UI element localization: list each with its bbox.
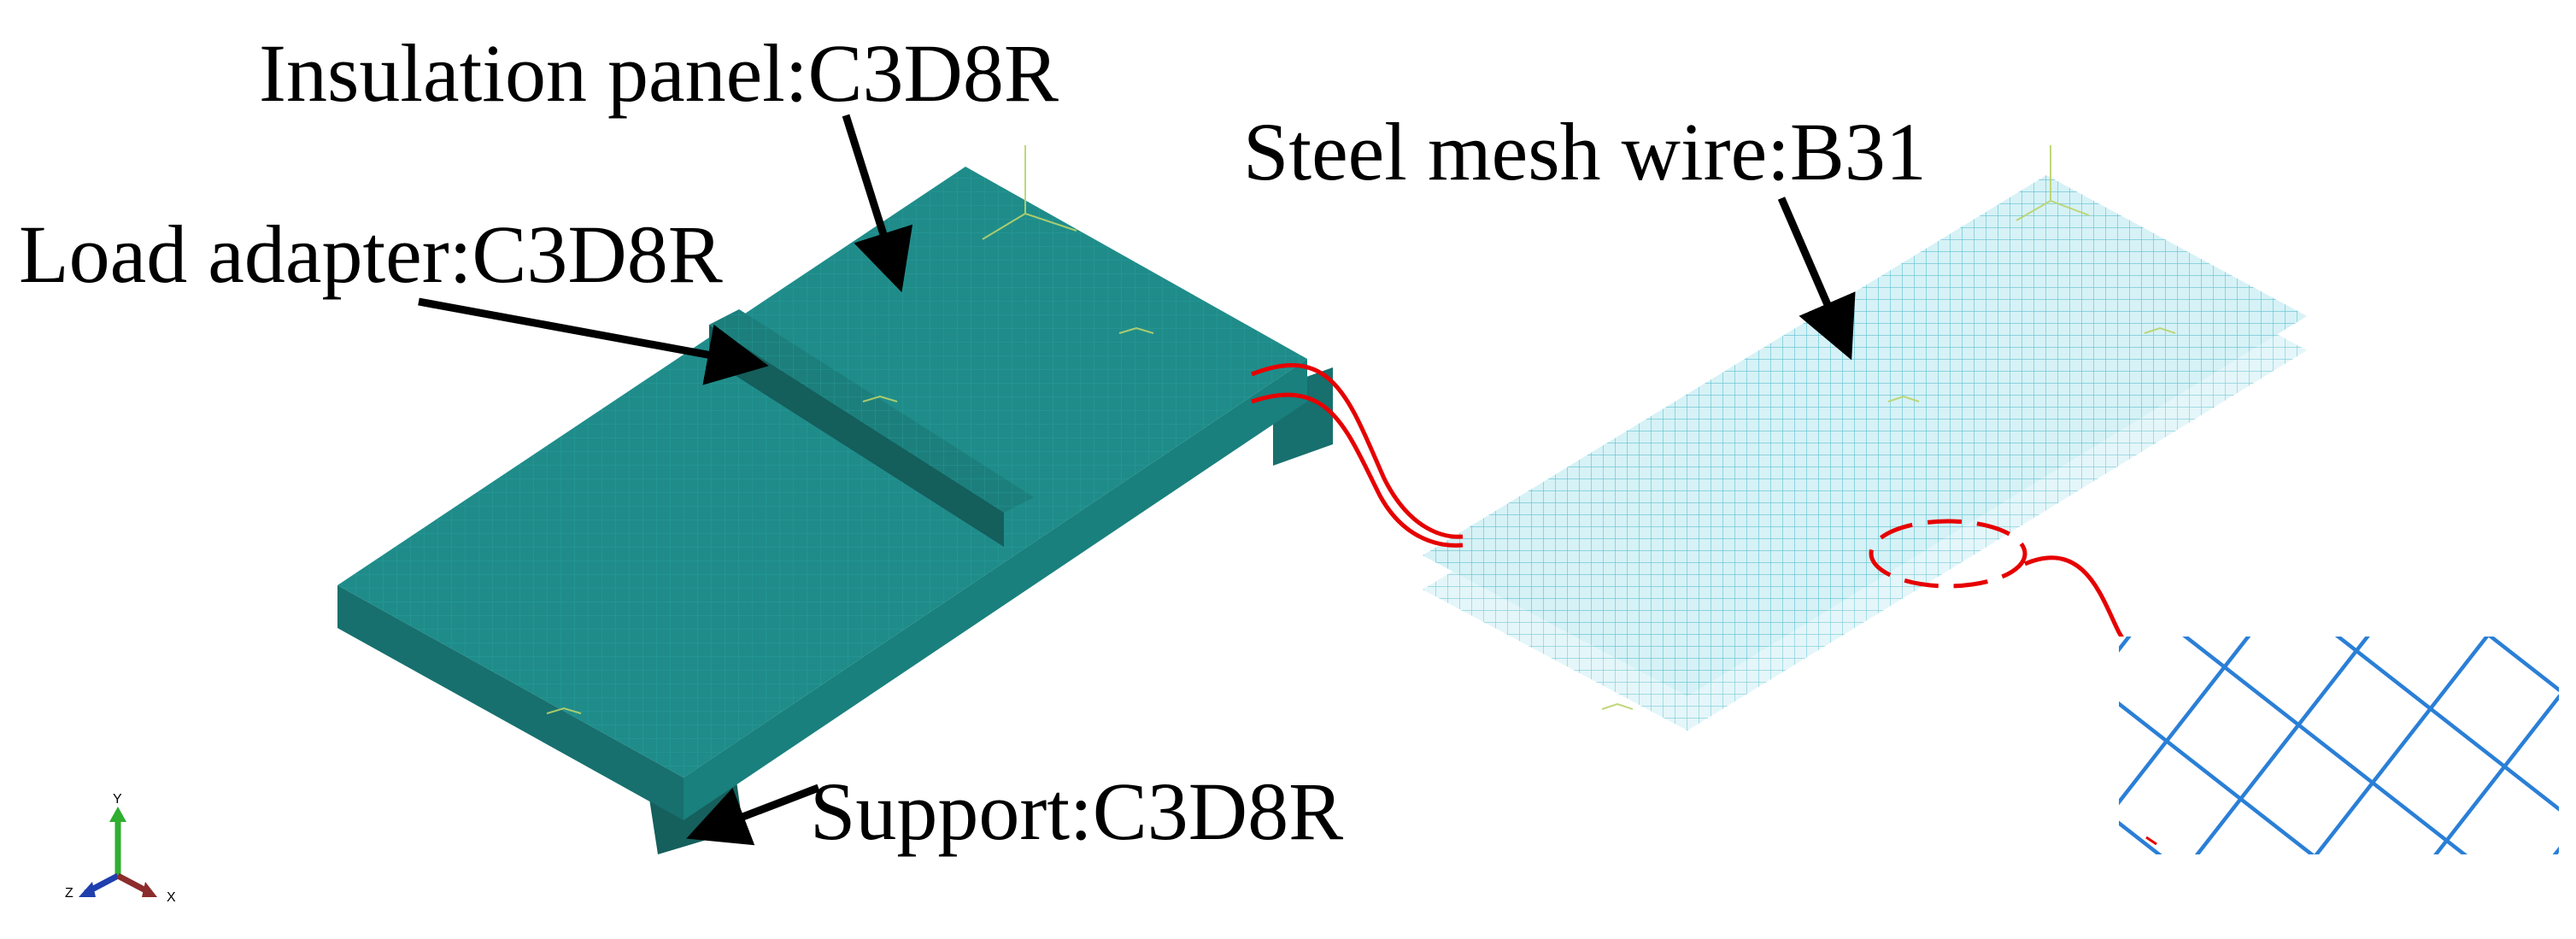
pointer-arrows — [418, 114, 1856, 846]
insulation-panel-model — [337, 145, 1333, 854]
panel-right-side — [684, 359, 1307, 820]
axis-triad: Y Z X — [65, 792, 176, 905]
steel-mesh-model — [1423, 145, 2307, 731]
triad-label-y: Y — [113, 792, 122, 807]
zoom-highlight-circle — [1869, 519, 2027, 589]
label-steel-mesh-wire: Steel mesh wire:B31 — [1243, 106, 1927, 197]
label-load-adapter: Load adapter:C3D8R — [19, 208, 723, 300]
panel-front-side — [337, 585, 684, 820]
arrow-steel-mesh — [1777, 197, 1856, 361]
arrow-support — [686, 783, 820, 846]
triad-label-x: X — [167, 890, 176, 905]
label-insulation-panel: Insulation panel:C3D8R — [259, 27, 1059, 119]
zoomed-mesh-inset — [2119, 637, 2559, 854]
label-support: Support:C3D8R — [810, 766, 1343, 857]
arrow-load-adapter — [418, 297, 769, 385]
red-connector-lines — [1251, 362, 2171, 678]
arrow-insulation-panel — [842, 114, 913, 293]
triad-label-z: Z — [65, 886, 73, 901]
load-adapter-side — [709, 325, 1004, 547]
